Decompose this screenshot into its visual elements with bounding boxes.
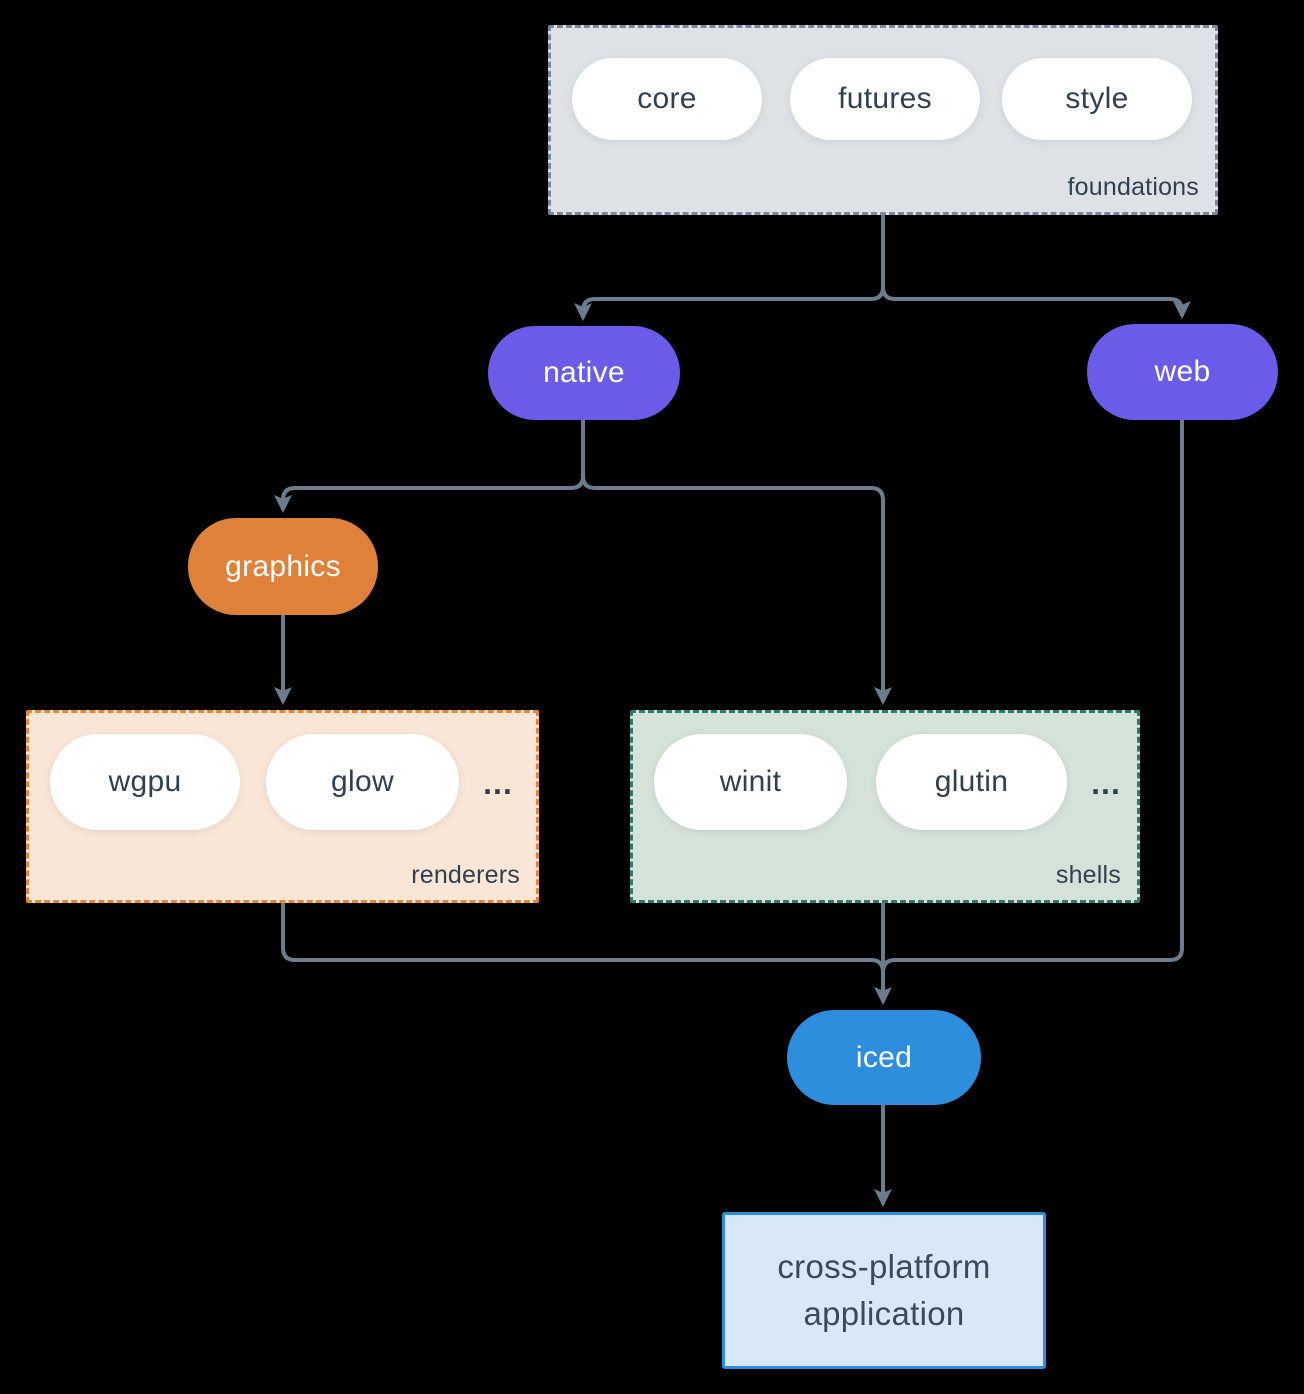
node-native: native: [488, 326, 680, 420]
arrow-foundations-to-native: [574, 215, 885, 321]
node-glutin: glutin: [876, 734, 1067, 830]
node-core: core: [572, 58, 762, 140]
node-graphics: graphics: [188, 518, 378, 615]
arrow-foundations-to-web: [881, 215, 1191, 319]
node-iced: iced: [787, 1010, 981, 1105]
application-label-line1: cross-platform: [777, 1247, 991, 1285]
node-web: web: [1087, 324, 1278, 420]
foundations-group-label: foundations: [1067, 173, 1199, 201]
node-glow: glow: [266, 734, 459, 830]
node-futures: futures: [790, 58, 980, 140]
renderers-ellipsis: ...: [483, 764, 513, 801]
application-label-line2: application: [803, 1294, 965, 1332]
line-renderers-to-merge: [281, 903, 885, 973]
cross-platform-application-box: cross-platform application: [722, 1212, 1046, 1369]
node-style: style: [1002, 58, 1192, 140]
node-winit: winit: [654, 734, 847, 830]
renderers-group-label: renderers: [411, 861, 520, 889]
arrow-native-to-shells: [581, 420, 892, 705]
arrow-native-to-graphics: [274, 420, 585, 513]
shells-ellipsis: ...: [1091, 764, 1121, 801]
shells-group-label: shells: [1055, 861, 1121, 889]
node-wgpu: wgpu: [50, 734, 240, 830]
